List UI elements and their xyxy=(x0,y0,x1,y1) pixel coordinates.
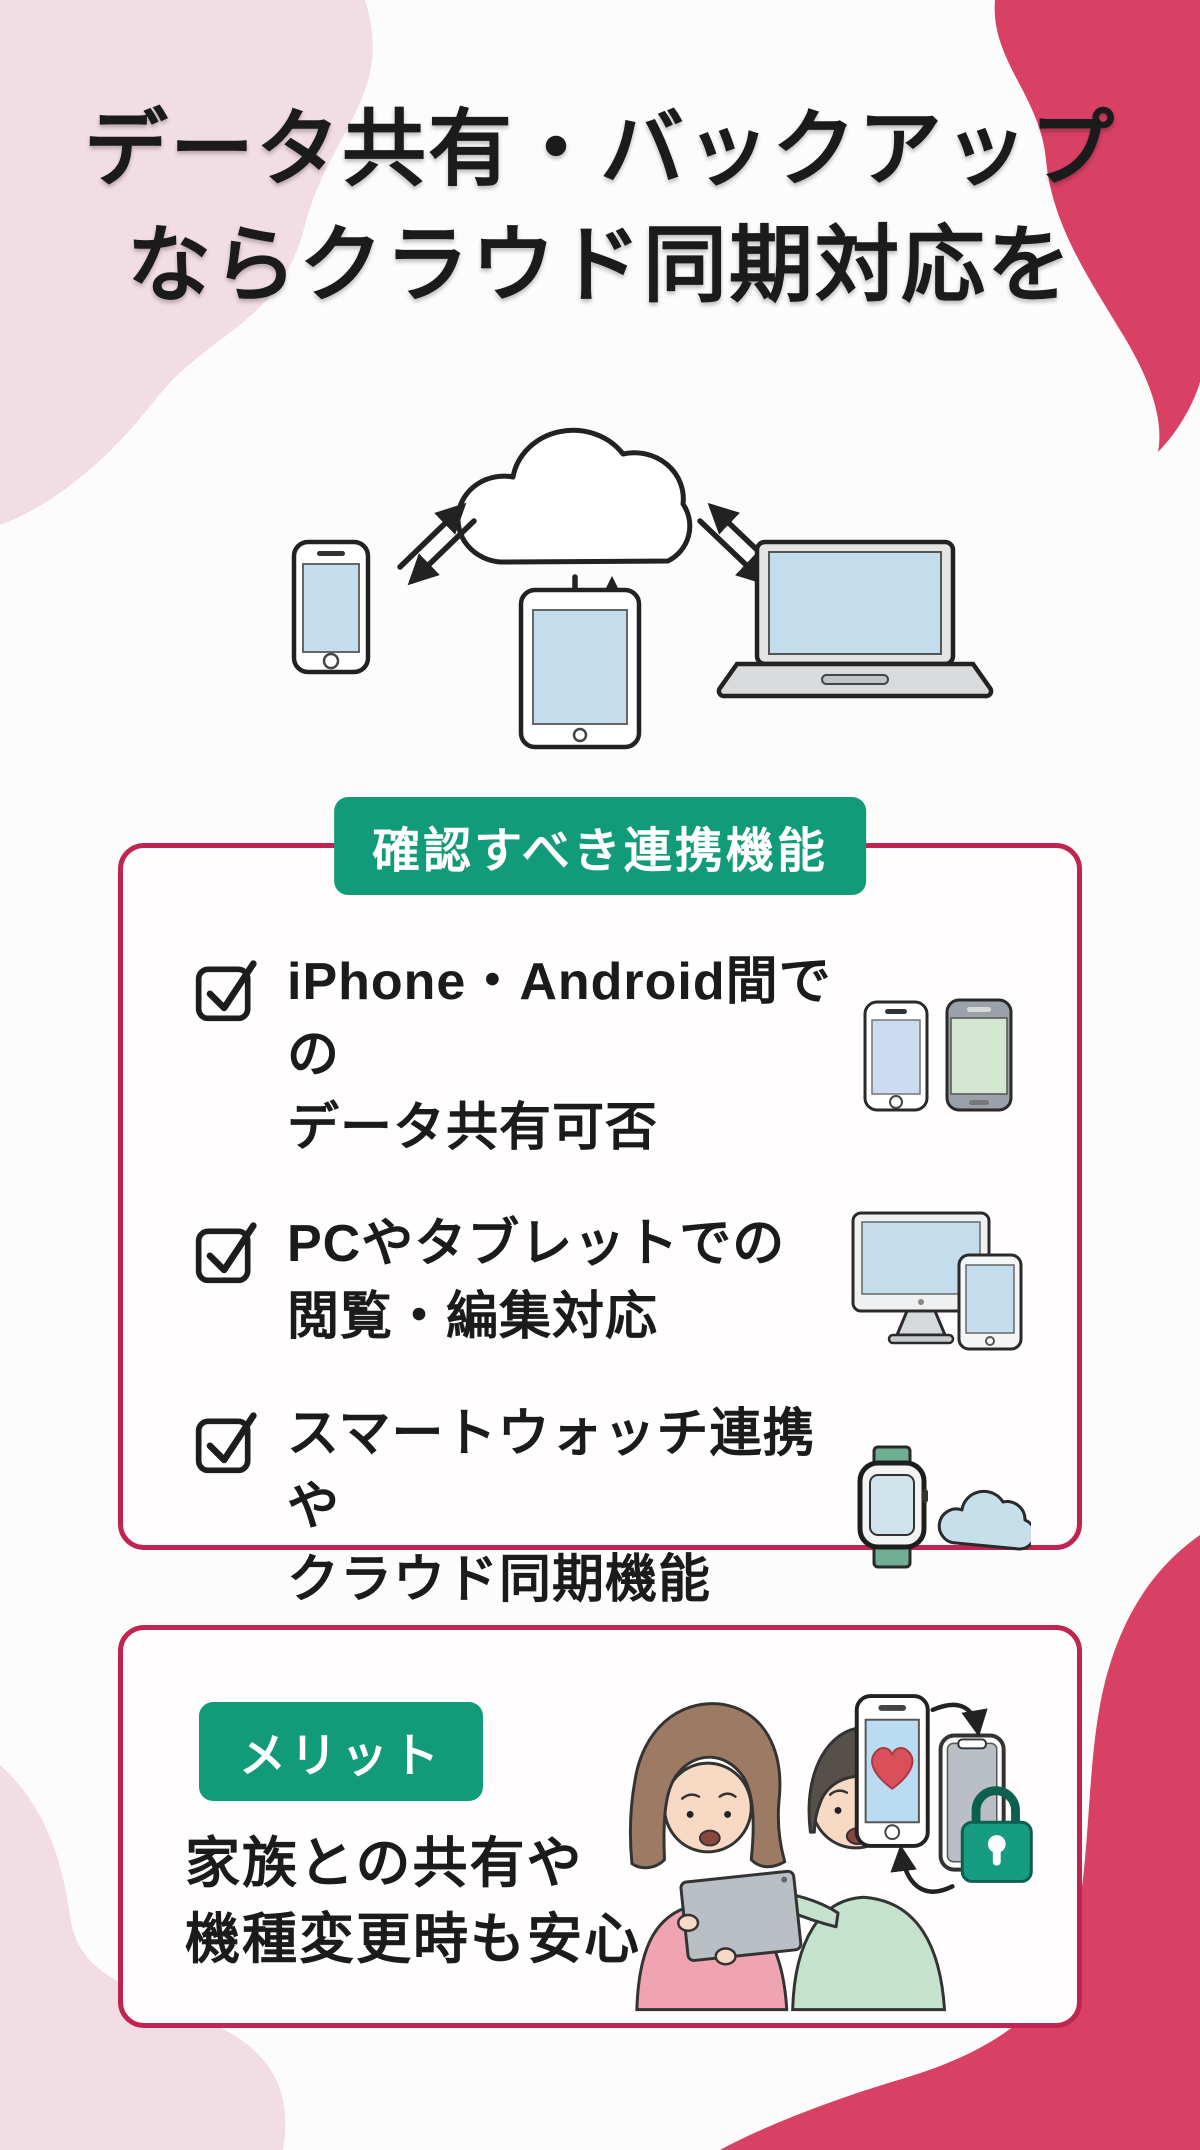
transfer-arrows xyxy=(890,1702,988,1894)
cloud-icon xyxy=(455,427,693,565)
checklist-item-pc-tablet: PCやタブレットでの 閲覧・編集対応 xyxy=(193,1208,1033,1354)
title-line-1: データ共有・バックアップ xyxy=(83,102,1116,196)
iphone-android-icon xyxy=(843,998,1033,1113)
hand xyxy=(714,1947,737,1966)
cloud-sync-illustration xyxy=(291,427,994,750)
checkbox-icon xyxy=(195,960,257,1022)
merit-card: メリット 家族との共有や 機種変更時も安心 xyxy=(118,1625,1082,2028)
laptop-icon xyxy=(716,539,994,699)
checklist-items: iPhone・Android間での データ共有可否 xyxy=(123,848,1077,1609)
woman-figure xyxy=(629,1702,789,2012)
merit-text: 家族との共有や 機種変更時も安心 xyxy=(185,1832,642,1970)
smartphone-icon xyxy=(291,539,371,675)
checklist-item-watch-cloud: スマートウォッチ連携や クラウド同期機能 xyxy=(193,1398,1033,1616)
page-title: データ共有・バックアップ ならクラウド同期対応を xyxy=(0,92,1200,324)
checklist-item-text: iPhone・Android間での データ共有可否 xyxy=(287,953,832,1157)
checklist-badge: 確認すべき連携機能 xyxy=(334,797,866,896)
hand xyxy=(677,1913,700,1932)
checklist-item-text: スマートウォッチ連携や クラウド同期機能 xyxy=(287,1404,816,1609)
desktop-tablet-icon xyxy=(843,1211,1033,1351)
phone-heart-icon xyxy=(854,1694,930,1848)
checklist-card: 確認すべき連携機能 iPhone・Android間での データ共有可否 xyxy=(118,797,1082,1609)
pink-blob-bottom-left xyxy=(0,1765,286,2150)
padlock-icon xyxy=(960,1786,1033,1883)
tablet-icon xyxy=(518,587,642,750)
crimson-blob-top-right xyxy=(994,0,1200,452)
shared-tablet-icon xyxy=(679,1869,803,1962)
pink-blob-top-left xyxy=(0,0,373,525)
title-line-2: ならクラウド同期対応を xyxy=(126,217,1073,312)
checkbox-icon xyxy=(195,1412,257,1474)
smartwatch-cloud-icon xyxy=(843,1445,1033,1570)
merit-badge: メリット xyxy=(199,1702,483,1801)
checkbox-icon xyxy=(195,1222,257,1284)
checklist-item-phones: iPhone・Android間での データ共有可否 xyxy=(193,946,1033,1164)
family-sharing-illustration xyxy=(629,1694,1033,2012)
checklist-item-text: PCやタブレットでの 閲覧・編集対応 xyxy=(287,1215,786,1347)
